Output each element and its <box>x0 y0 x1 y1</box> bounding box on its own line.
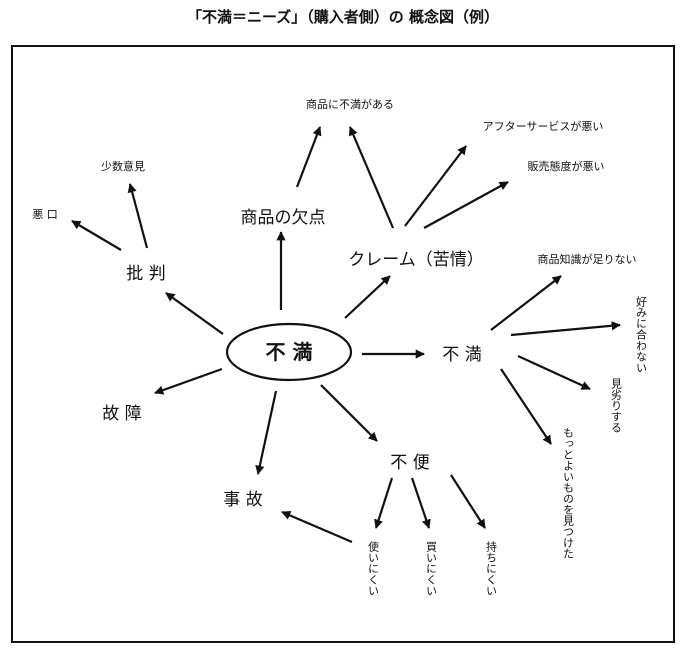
arrow-hihan-to-warukuchi <box>71 220 122 251</box>
node-tsukai: 使いにくい <box>367 541 380 596</box>
node-hanbai: 販売態度が悪い <box>528 159 605 173</box>
node-jiko: 事 故 <box>223 490 262 510</box>
node-kai: 買いにくい <box>425 541 438 596</box>
node-shouhin-chishiki: 商品知識が足りない <box>538 252 637 266</box>
arrow-fuben-to-mochi <box>450 474 486 529</box>
arrow-claim-to-fuman <box>348 126 395 229</box>
arrow-fuman-to-konomi <box>510 321 621 337</box>
node-shouhin-ketten: 商品の欠点 <box>241 208 326 228</box>
arrow-fuman-to-motto <box>500 368 552 445</box>
center-ellipse <box>225 322 353 382</box>
arrow-fuben-to-tsukai <box>374 477 394 529</box>
node-hihan: 批 判 <box>126 264 165 284</box>
arrow-fuman-to-miotori <box>517 355 591 390</box>
node-konomi: 好みに合わない <box>635 295 648 373</box>
arrow-hihan-to-shousuu <box>127 183 149 249</box>
arrow-center-to-jiko <box>255 390 278 475</box>
arrow-claim-to-after <box>404 145 467 227</box>
arrow-center-to-claim <box>344 275 391 319</box>
arrow-fuben-to-kai <box>410 477 431 529</box>
node-center: 不 満 <box>266 340 313 364</box>
arrow-fuman-to-chishiki <box>490 275 562 331</box>
arrow-tsukai-to-jiko <box>281 510 353 544</box>
arrow-center-to-hihan <box>165 292 224 335</box>
node-mochi: 持ちにくい <box>485 540 498 596</box>
node-after-service: アフターサービスが悪い <box>483 119 604 133</box>
arrow-center-to-fuben <box>320 384 378 442</box>
arrow-claim-to-hanbai <box>423 181 509 229</box>
arrow-center-to-koshou <box>154 367 223 395</box>
node-claim: クレーム（苦情） <box>348 250 484 270</box>
node-fuben: 不 便 <box>390 453 429 473</box>
node-shouhin-fuman: 商品に不満がある <box>306 97 394 111</box>
node-fuman-right: 不 満 <box>442 345 481 365</box>
page-title: 「不満＝ニーズ」（購入者側）の 概念図（例） <box>187 8 499 26</box>
node-motto: もっとよいものを見つけた <box>562 427 575 559</box>
node-shousuu: 少数意見 <box>101 159 145 173</box>
diagram-frame <box>11 45 675 643</box>
node-miotori: 見劣りする <box>610 378 623 433</box>
node-koshou: 故 障 <box>102 404 141 424</box>
arrow-ketten-to-fuman <box>295 126 322 188</box>
node-warukuchi: 悪 口 <box>32 208 58 221</box>
